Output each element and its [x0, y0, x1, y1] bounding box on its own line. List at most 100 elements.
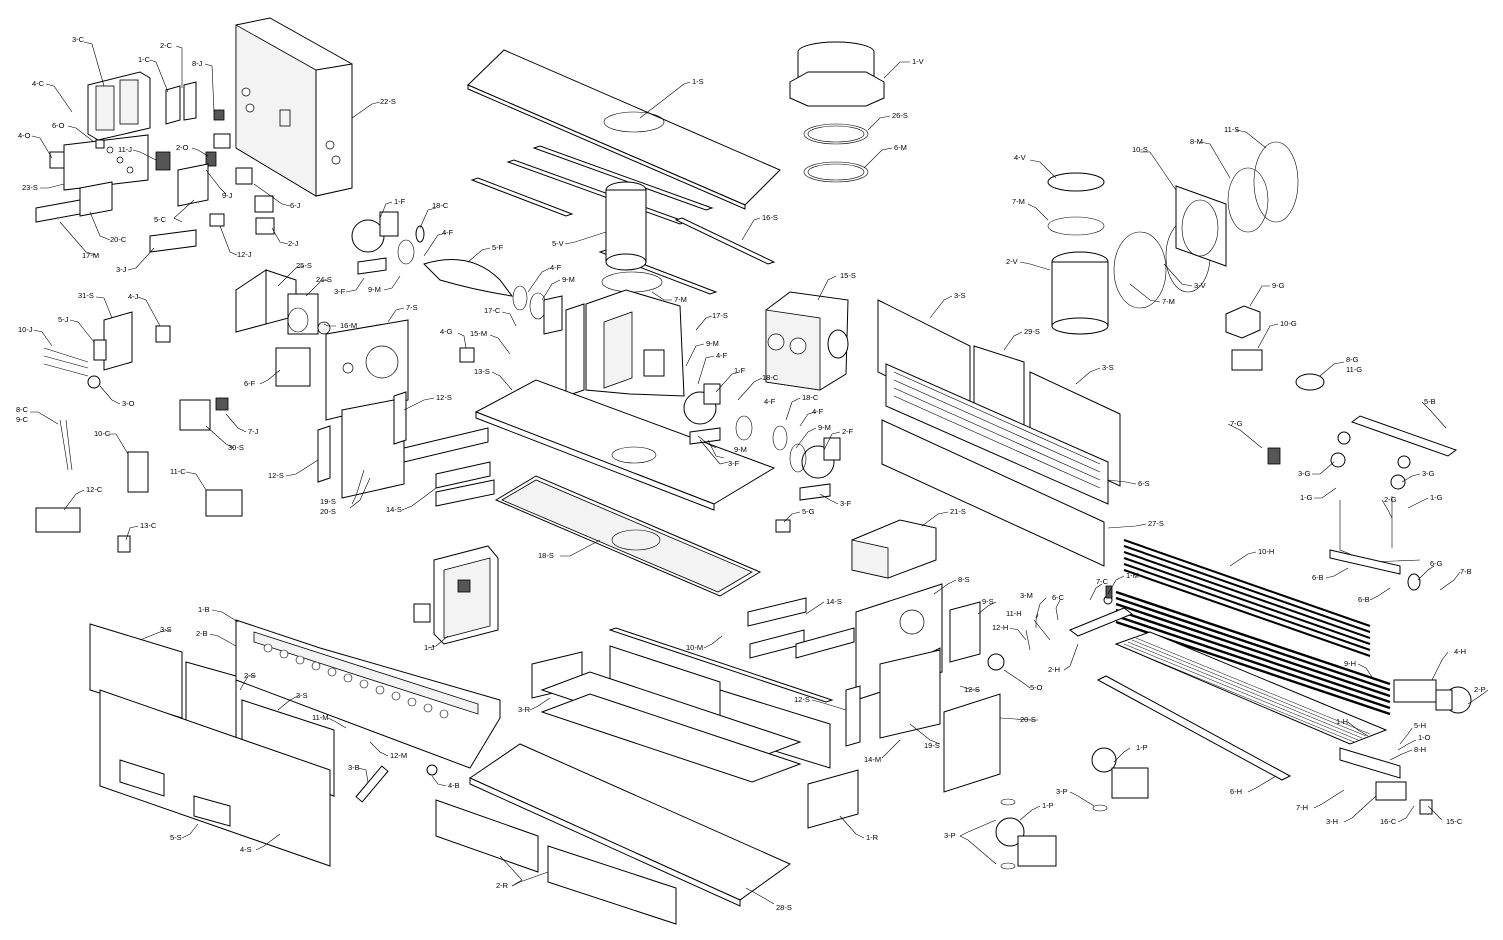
label-3-P-b: 3-P	[944, 831, 956, 840]
label-16-C: 16-C	[1380, 817, 1397, 826]
flange-plate-10S	[1175, 141, 1299, 267]
vent-adapter-1V	[789, 41, 885, 183]
label-24-S: 24-S	[316, 275, 332, 284]
label-5-B: 5-B	[1424, 397, 1436, 406]
label-3-S-b: 3-S	[1102, 363, 1114, 372]
label-2-S: 2-S	[244, 671, 256, 680]
small-parts-right	[987, 619, 1433, 815]
brackets-14S	[403, 427, 495, 507]
label-9-J: 9-J	[222, 191, 233, 200]
label-3-P: 3-P	[1056, 787, 1068, 796]
label-7-B: 7-B	[1460, 567, 1472, 576]
label-8-G: 8-G	[1346, 355, 1359, 364]
label-3-S-c: 3-S	[160, 625, 172, 634]
label-1-S: 1-S	[692, 77, 704, 86]
label-4-F-b: 4-F	[550, 263, 562, 272]
label-1-P: 1-P	[1136, 743, 1148, 752]
vent-tee-2V	[1047, 172, 1211, 335]
label-1-J: 1-J	[424, 643, 435, 652]
label-1-H: 1-H	[1336, 717, 1348, 726]
label-10-H: 10-H	[1258, 547, 1274, 556]
label-12-S-d: 12-S	[794, 695, 810, 704]
label-29-S: 29-S	[1024, 327, 1040, 336]
label-12-H: 12-H	[992, 623, 1008, 632]
label-28-S: 28-S	[776, 903, 792, 912]
label-6-S: 6-S	[1138, 479, 1150, 488]
label-4-V: 4-V	[1014, 153, 1026, 162]
heat-exchanger-box-15S	[765, 291, 849, 391]
label-1-F: 1-F	[394, 197, 406, 206]
base-pan-13S	[474, 379, 776, 597]
bottom-panels-3R	[531, 627, 834, 783]
label-6-O: 6-O	[52, 121, 65, 130]
label-7-H: 7-H	[1296, 803, 1308, 812]
label-9-M-d: 9-M	[734, 445, 747, 454]
label-17-M: 17-M	[82, 251, 99, 260]
label-4-F-e: 4-F	[812, 407, 824, 416]
label-9-M-c: 9-M	[706, 339, 719, 348]
label-10-S: 10-S	[1132, 145, 1148, 154]
label-14-S-b: 14-S	[826, 597, 842, 606]
blower-1F	[351, 211, 425, 275]
label-5-F: 5-F	[492, 243, 504, 252]
label-6-H: 6-H	[1230, 787, 1242, 796]
label-11-S: 11-S	[1224, 125, 1239, 134]
label-20-S-b: 20-S	[1020, 715, 1036, 724]
label-9-C: 9-C	[16, 415, 29, 424]
burner-housing-17S	[543, 289, 685, 397]
label-18-S: 18-S	[538, 551, 554, 560]
label-1-O: 1-O	[1418, 733, 1431, 742]
label-4-F: 4-F	[442, 228, 454, 237]
base-panel-27S	[881, 419, 1105, 567]
label-5-H: 5-H	[1414, 721, 1426, 730]
label-19-S-b: 19-S	[924, 741, 940, 750]
label-20-C: 20-C	[110, 235, 127, 244]
label-3-J: 3-J	[116, 265, 127, 274]
label-8-S: 8-S	[958, 575, 970, 584]
label-11-H: 11-H	[1006, 609, 1022, 618]
label-17-S: 17-S	[712, 311, 728, 320]
label-9-M-e: 9-M	[818, 423, 831, 432]
label-3-F-b: 3-F	[728, 459, 740, 468]
label-7-M-b: 7-M	[1012, 197, 1025, 206]
label-12-C: 12-C	[86, 485, 103, 494]
label-13-S: 13-S	[474, 367, 490, 376]
leader-lines	[30, 41, 1489, 905]
label-9-M: 9-M	[368, 285, 381, 294]
label-25-S: 25-S	[296, 261, 312, 270]
label-5-O: 5-O	[1030, 683, 1043, 692]
label-4-B: 4-B	[448, 781, 460, 790]
panels-bottom-left	[89, 623, 335, 867]
label-12-S-b: 12-S	[436, 393, 452, 402]
control-enclosure-22S	[235, 17, 353, 197]
label-3-M: 3-M	[1020, 591, 1033, 600]
label-20-S: 20-S	[320, 507, 336, 516]
label-18-C: 18-C	[432, 201, 449, 210]
label-8-M: 8-M	[1190, 137, 1203, 146]
callout-labels: 3-C 2-C 1-C 8-J 4-C 6-O 4-O 11-J 2-O 9-J…	[16, 35, 1486, 912]
label-6-F: 6-F	[244, 379, 256, 388]
label-3-H: 3-H	[1326, 817, 1338, 826]
label-1-F-b: 1-F	[734, 366, 746, 375]
label-1-C: 1-C	[138, 55, 151, 64]
label-15-C: 15-C	[1446, 817, 1463, 826]
label-9-S: 9-S	[982, 597, 994, 606]
label-9-G: 9-G	[1272, 281, 1285, 290]
label-21-S: 21-S	[950, 507, 966, 516]
label-11-C: 11-C	[170, 467, 186, 476]
label-15-S: 15-S	[840, 271, 856, 280]
pumps	[995, 679, 1472, 870]
label-3-O: 3-O	[122, 399, 135, 408]
label-10-M: 10-M	[686, 643, 703, 652]
brackets-14S-right	[747, 597, 855, 659]
label-5-S: 5-S	[170, 833, 182, 842]
label-10-C: 10-C	[94, 429, 111, 438]
label-27-S: 27-S	[1148, 519, 1164, 528]
top-cover-1S	[467, 49, 781, 210]
label-7-M: 7-M	[674, 295, 687, 304]
label-7-G: 7-G	[1230, 419, 1243, 428]
label-6-B-b: 6-B	[1358, 595, 1370, 604]
label-3-V: 3-V	[1194, 281, 1206, 290]
label-1-G-b: 1-G	[1430, 493, 1443, 502]
label-14-M: 14-M	[864, 755, 881, 764]
